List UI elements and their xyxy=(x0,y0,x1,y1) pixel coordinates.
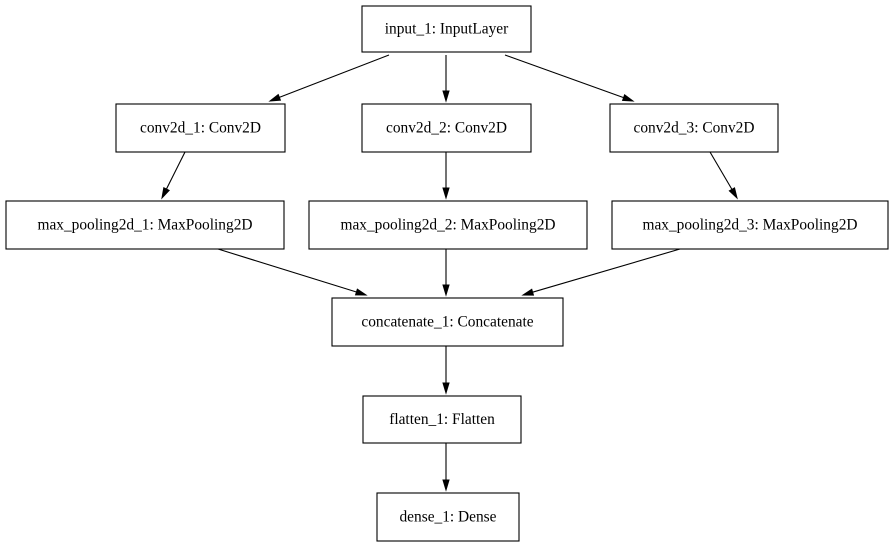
edge-arrowhead xyxy=(728,187,738,200)
node-dense-1: dense_1: Dense xyxy=(376,492,520,542)
node-label: dense_1: Dense xyxy=(399,509,496,526)
edge-concatenate-1-to-flatten-1 xyxy=(442,346,450,395)
edge-max-pooling2d-2-to-concatenate-1 xyxy=(442,249,450,297)
node-flatten-1: flatten_1: Flatten xyxy=(362,395,522,444)
node-conv2d-3: conv2d_3: Conv2D xyxy=(609,103,779,153)
edge-conv2d-2-to-max-pooling2d-2 xyxy=(442,152,450,200)
node-box xyxy=(331,297,564,347)
edge-arrowhead xyxy=(442,382,450,395)
node-label: conv2d_2: Conv2D xyxy=(386,120,507,137)
edge-arrowhead xyxy=(442,479,450,492)
node-label: max_pooling2d_2: MaxPooling2D xyxy=(340,217,555,234)
edge-conv2d-3-to-max-pooling2d-3 xyxy=(709,151,738,200)
node-input-1: input_1: InputLayer xyxy=(361,5,532,53)
edge-arrowhead xyxy=(621,93,635,102)
edge-conv2d-1-to-max-pooling2d-1 xyxy=(161,151,186,200)
edge-arrowhead xyxy=(442,187,450,200)
edge-arrowhead xyxy=(442,284,450,297)
node-box xyxy=(361,103,532,153)
edge-line xyxy=(217,248,357,293)
node-box xyxy=(609,103,779,153)
node-box xyxy=(376,492,520,542)
edge-arrowhead xyxy=(268,93,282,102)
edge-input-1-to-conv2d-3 xyxy=(504,54,635,102)
node-max-pooling2d-2: max_pooling2d_2: MaxPooling2D xyxy=(308,200,588,250)
edge-arrowhead xyxy=(354,288,368,296)
edge-line xyxy=(532,248,681,293)
node-max-pooling2d-1: max_pooling2d_1: MaxPooling2D xyxy=(5,200,285,250)
edge-arrowhead xyxy=(161,186,170,200)
node-label: concatenate_1: Concatenate xyxy=(361,314,533,331)
node-label: input_1: InputLayer xyxy=(385,21,509,38)
edge-arrowhead xyxy=(521,288,535,296)
edges-layer xyxy=(161,54,738,492)
node-box xyxy=(5,200,285,250)
edge-max-pooling2d-3-to-concatenate-1 xyxy=(521,248,681,296)
node-conv2d-2: conv2d_2: Conv2D xyxy=(361,103,532,153)
node-label: conv2d_1: Conv2D xyxy=(140,120,261,137)
edge-arrowhead xyxy=(442,90,450,103)
edge-max-pooling2d-1-to-concatenate-1 xyxy=(217,248,368,296)
node-label: conv2d_3: Conv2D xyxy=(634,120,755,137)
edge-input-1-to-conv2d-1 xyxy=(268,54,390,102)
edge-flatten-1-to-dense-1 xyxy=(442,443,450,492)
edge-line xyxy=(504,54,624,99)
node-label: max_pooling2d_1: MaxPooling2D xyxy=(37,217,252,234)
edge-line xyxy=(165,151,186,190)
node-label: flatten_1: Flatten xyxy=(389,411,495,428)
edge-input-1-to-conv2d-2 xyxy=(442,55,450,103)
node-concatenate-1: concatenate_1: Concatenate xyxy=(331,297,564,347)
node-box xyxy=(308,200,588,250)
node-box xyxy=(611,200,889,250)
node-box xyxy=(362,395,522,444)
node-box xyxy=(115,103,286,153)
node-conv2d-1: conv2d_1: Conv2D xyxy=(115,103,286,153)
node-box xyxy=(361,5,532,53)
edge-line xyxy=(279,54,390,98)
node-label: max_pooling2d_3: MaxPooling2D xyxy=(642,217,857,234)
node-max-pooling2d-3: max_pooling2d_3: MaxPooling2D xyxy=(611,200,889,250)
edge-line xyxy=(709,151,733,190)
